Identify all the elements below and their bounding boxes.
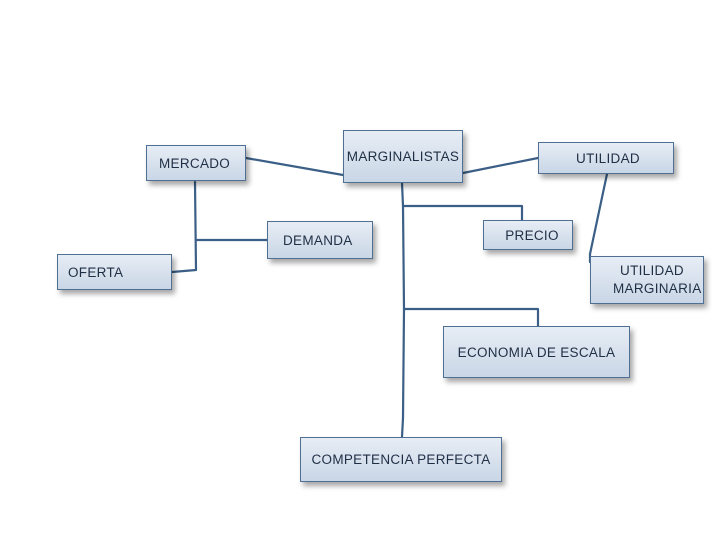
node-competencia-perfecta: COMPETENCIA PERFECTA (300, 437, 502, 482)
node-oferta-label: OFERTA (68, 264, 124, 280)
node-mercado: MERCADO (146, 145, 246, 181)
node-mercado-label: MERCADO (159, 155, 231, 171)
node-competencia-perfecta-label: COMPETENCIA PERFECTA (311, 452, 491, 467)
connector-mercado-oferta (170, 180, 198, 274)
connector-marginalistas-economia (401, 204, 540, 328)
connector-utilidad-marginaria (588, 172, 609, 264)
node-precio: PRECIO (483, 220, 573, 250)
connector-marginalistas-competencia (400, 307, 406, 439)
node-marginalistas: MARGINALISTAS (343, 130, 463, 183)
node-utilidad-label: UTILIDAD (576, 150, 640, 166)
node-demanda-label: DEMANDA (283, 232, 353, 248)
node-precio-label: PRECIO (505, 227, 559, 243)
node-utilidad: UTILIDAD (538, 142, 674, 174)
connector-marginalistas-precio (400, 181, 524, 222)
node-economia-de-escala-label: ECONOMIA DE ESCALA (457, 344, 616, 360)
node-economia-de-escala: ECONOMIA DE ESCALA (443, 326, 630, 378)
node-oferta: OFERTA (57, 254, 172, 290)
connector-marginalistas-utilidad (461, 156, 540, 175)
node-utilidad-marginaria-label: UTILIDAD MARGINARIA (613, 263, 702, 296)
node-demanda: DEMANDA (267, 221, 373, 259)
node-utilidad-marginaria: UTILIDAD MARGINARIA (590, 256, 704, 304)
connector-mercado-marginalistas (244, 156, 345, 177)
node-marginalistas-label: MARGINALISTAS (346, 149, 460, 164)
